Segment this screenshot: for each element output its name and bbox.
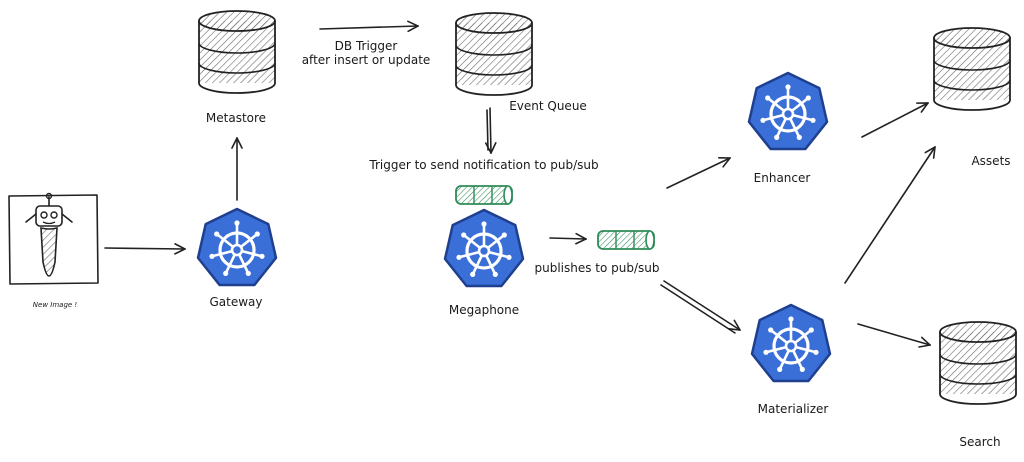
- db-trigger-line2: after insert or update: [301, 52, 431, 67]
- arrow-materializer-to-assets: [844, 147, 935, 284]
- event-queue-label: Event Queue: [509, 99, 587, 113]
- enhancer-label: Enhancer: [753, 171, 811, 185]
- db-trigger-label: DB Trigger after insert or update: [301, 39, 431, 68]
- materializer-label: Materializer: [757, 402, 829, 416]
- search-database-icon: [939, 321, 1017, 405]
- gateway-service-icon: [196, 207, 278, 287]
- gateway-label: Gateway: [209, 295, 263, 309]
- notification-queue-icon: [455, 185, 513, 205]
- new-image-label: New Image !: [32, 301, 78, 309]
- arrow-metastore-to-event-queue: [319, 26, 418, 29]
- robot-icon: [25, 192, 73, 277]
- new-image-frame: [8, 194, 99, 285]
- metastore-database-icon: [198, 10, 276, 94]
- arrow-robot-to-gateway: [104, 248, 185, 249]
- event-queue-database-icon: [455, 12, 533, 96]
- search-label: Search: [959, 435, 1001, 449]
- arrow-queue-to-materializer: [660, 280, 740, 334]
- publishes-label: publishes to pub/sub: [534, 261, 660, 275]
- db-trigger-line1: DB Trigger: [334, 39, 398, 53]
- trigger-notification-label: Trigger to send notification to pub/sub: [369, 158, 599, 172]
- metastore-label: Metastore: [205, 111, 267, 125]
- pubsub-queue-icon: [597, 230, 655, 250]
- assets-database-icon: [933, 27, 1011, 111]
- arrow-enhancer-to-assets: [861, 103, 928, 138]
- enhancer-service-icon: [747, 71, 829, 151]
- materializer-service-icon: [750, 303, 832, 383]
- arrow-megaphone-to-queue: [549, 238, 586, 239]
- arrow-megaphone-to-enhancer: [666, 158, 730, 189]
- arrow-materializer-to-search: [857, 323, 930, 345]
- megaphone-label: Megaphone: [448, 303, 520, 317]
- megaphone-service-icon: [443, 208, 525, 288]
- assets-label: Assets: [971, 154, 1011, 168]
- arrow-event-queue-to-megaphone: [487, 107, 491, 153]
